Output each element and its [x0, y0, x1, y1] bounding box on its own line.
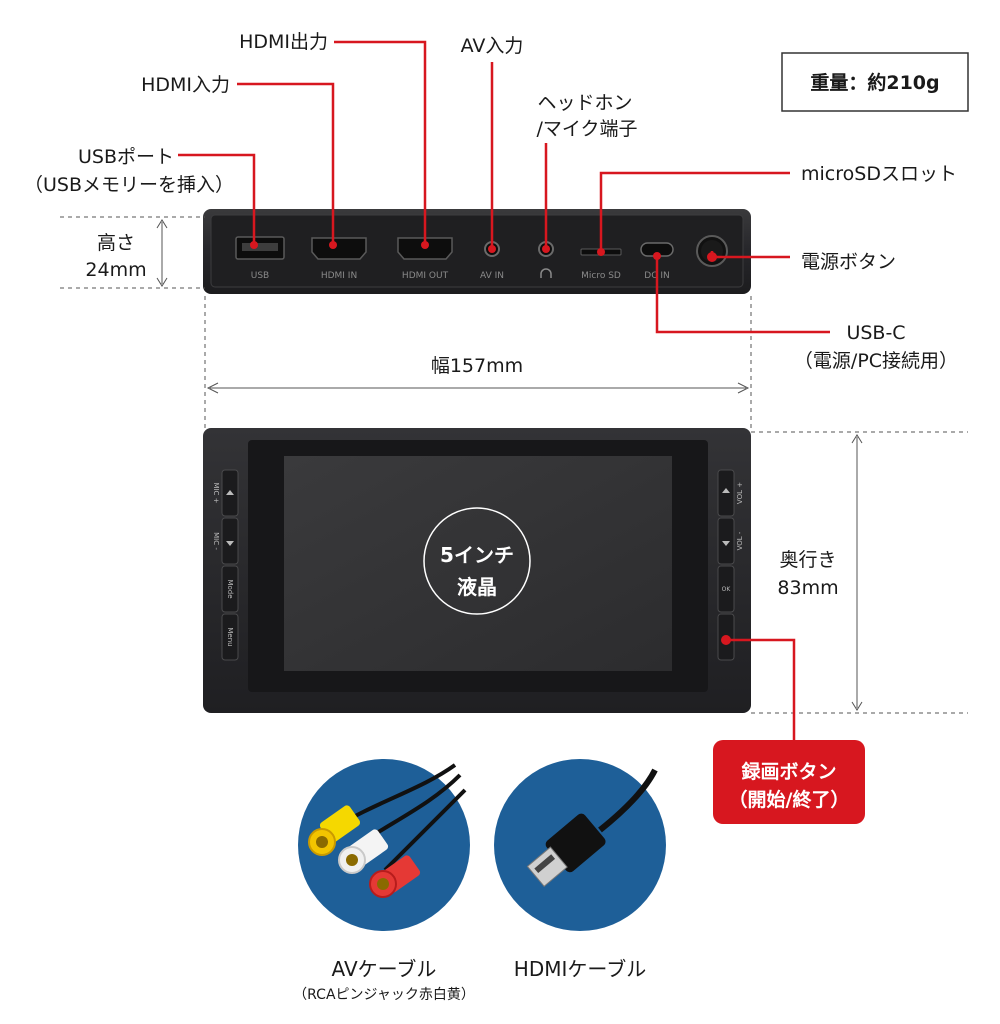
- hdmi-cable-illustration: [494, 759, 666, 931]
- av-cable-label: AVケーブル: [332, 957, 437, 981]
- device-front-view: MIC + MIC - Mode Menu VOL + VOL - OK 5イン…: [203, 428, 751, 713]
- white-rca-plug: [338, 829, 389, 874]
- usb-port-callout: USBポート: [78, 146, 174, 168]
- av-in-port-label: AV IN: [480, 271, 504, 281]
- microsd-callout: microSDスロット: [801, 163, 957, 185]
- hdmi-cable-label: HDMIケーブル: [514, 957, 646, 981]
- depth-label: 奥行き: [779, 549, 836, 571]
- callout-dots: [250, 241, 731, 645]
- usb-port-callout-sub: （USBメモリーを挿入）: [24, 174, 234, 196]
- record-button-callout: 録画ボタン （開始/終了）: [713, 740, 865, 824]
- width-label: 幅157mm: [431, 355, 523, 377]
- screen-display: [284, 456, 672, 671]
- vol-plus-label: VOL +: [736, 482, 744, 504]
- height-value: 24mm: [85, 259, 146, 281]
- headphone-icon: [540, 268, 552, 278]
- device-side-view: USB HDMI IN HDMI OUT AV IN Micro SD: [203, 209, 751, 294]
- red-rca-plug: [369, 855, 421, 898]
- power-button-callout: 電源ボタン: [801, 251, 896, 273]
- hdmi-in-port-label: HDMI IN: [321, 271, 357, 281]
- ok-button: [717, 565, 735, 613]
- headphone-callout: ヘッドホン: [537, 92, 632, 114]
- left-button-column: MIC + MIC - Mode Menu: [212, 469, 239, 661]
- weight-text: 重量：約210g: [810, 71, 939, 94]
- usb-port-label: USB: [251, 271, 269, 281]
- hdmi-in-port: HDMI IN: [311, 237, 367, 281]
- screen-size-badge: 5インチ 液晶: [423, 507, 531, 615]
- yellow-rca-plug: [308, 805, 361, 856]
- screen-size-text: 5インチ: [440, 543, 514, 567]
- screen-type-text: 液晶: [457, 575, 497, 599]
- right-button-column: VOL + VOL - OK: [717, 469, 744, 661]
- record-button-label: 録画ボタン: [741, 760, 836, 783]
- menu-label: Menu: [226, 627, 234, 646]
- mic-minus-label: MIC -: [212, 532, 220, 550]
- headphone-callout-sub: /マイク端子: [536, 118, 637, 140]
- av-cable-label-sub: （RCAピンジャック赤白黄）: [293, 986, 475, 1003]
- mode-button: [221, 565, 239, 613]
- svg-text:5インチ: 5インチ: [440, 543, 514, 567]
- mic-plus-label: MIC +: [212, 482, 220, 503]
- usb-c-callout-sub: （電源/PC接続用）: [794, 350, 958, 372]
- mode-label: Mode: [226, 579, 234, 598]
- vol-minus-label: VOL -: [736, 531, 744, 550]
- usb-port: USB: [235, 236, 285, 281]
- av-in-callout: AV入力: [461, 35, 524, 57]
- depth-value: 83mm: [777, 577, 838, 599]
- height-label: 高さ: [97, 232, 135, 254]
- dimension-lines: [60, 216, 968, 714]
- microsd-slot-label: Micro SD: [581, 271, 621, 281]
- hdmi-in-callout: HDMI入力: [141, 74, 230, 96]
- av-cable-illustration: [298, 759, 470, 931]
- record-button-label-sub: （開始/終了）: [729, 788, 850, 811]
- hdmi-out-callout: HDMI出力: [239, 31, 328, 53]
- hdmi-out-port-label: HDMI OUT: [402, 271, 449, 281]
- weight-box: 重量：約210g: [781, 52, 969, 112]
- ok-label: OK: [722, 586, 732, 593]
- usb-c-callout: USB-C: [846, 322, 905, 344]
- menu-button: [221, 613, 239, 661]
